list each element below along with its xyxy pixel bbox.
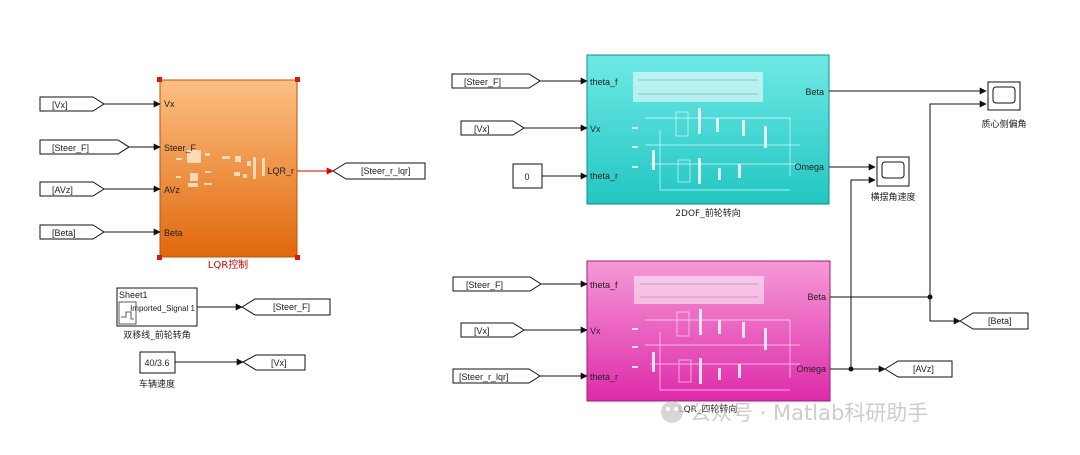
signal-builder-title: Sheet1 xyxy=(119,290,148,300)
model-4ws-caption: LQR_四轮转向 xyxy=(679,403,738,415)
goto-tag-steer-r-lqr[interactable]: [Steer_r_lqr] xyxy=(332,162,426,180)
model-2dof-port-theta-r: theta_r xyxy=(590,171,618,181)
signal-builder-signal: Imported_Signal 1 xyxy=(130,304,195,313)
model-2dof-port-omega: Omega xyxy=(794,162,824,172)
model-4ws-block[interactable]: theta_f Vx theta_r Beta Omega xyxy=(586,260,831,402)
from-tag-4ws-vx[interactable]: [Vx] xyxy=(460,322,525,338)
svg-text:[AVz]: [AVz] xyxy=(52,185,73,195)
branch-point xyxy=(927,294,933,300)
svg-text:[Steer_F]: [Steer_F] xyxy=(273,302,310,312)
goto-tag-vx[interactable]: [Vx] xyxy=(241,354,306,371)
watermark-text: 公众号 · Matlab科研助手 xyxy=(690,401,928,425)
model-2dof-port-beta: Beta xyxy=(805,87,824,97)
scope-beta-caption: 质心侧偏角 xyxy=(981,118,1026,130)
vehicle-speed-caption: 车辆速度 xyxy=(139,378,175,390)
lqr-port-beta: Beta xyxy=(164,228,183,238)
model-2dof-block[interactable]: theta_f Vx theta_r Beta Omega xyxy=(586,54,830,205)
output-wiring[interactable] xyxy=(829,87,987,373)
scope-icon xyxy=(992,86,1016,104)
from-tag-vx[interactable]: [Vx] xyxy=(39,96,105,112)
selection-handle[interactable] xyxy=(157,255,162,260)
svg-text:[Beta]: [Beta] xyxy=(52,228,76,238)
svg-text:[Vx]: [Vx] xyxy=(474,124,490,134)
svg-text:[Vx]: [Vx] xyxy=(52,100,68,110)
goto-tag-steer-f[interactable]: [Steer_F] xyxy=(241,298,331,316)
svg-text:40/3.6: 40/3.6 xyxy=(144,358,169,368)
equation-panel xyxy=(633,72,763,102)
svg-text:[Steer_r_lqr]: [Steer_r_lqr] xyxy=(459,372,509,382)
lqr-block-caption: LQR控制 xyxy=(208,258,248,271)
signal-builder-caption: 双移线_前轮转角 xyxy=(123,329,191,341)
selection-handle[interactable] xyxy=(157,77,162,82)
from-tag-2dof-steer-f[interactable]: [Steer_F] xyxy=(451,73,541,89)
model-2dof-caption: 2DOF_前轮转向 xyxy=(675,207,740,219)
lqr-controller-block[interactable]: Vx Steer_F AVz Beta LQR_r xyxy=(157,77,300,260)
selection-handle[interactable] xyxy=(295,255,300,260)
model-2dof-port-theta-f: theta_f xyxy=(590,77,618,87)
svg-text:[Steer_F]: [Steer_F] xyxy=(466,280,503,290)
model-4ws-port-theta-f: theta_f xyxy=(590,280,618,290)
goto-tag-beta[interactable]: [Beta] xyxy=(959,312,1029,330)
model-4ws-internal xyxy=(645,311,800,391)
svg-text:[Vx]: [Vx] xyxy=(271,358,287,368)
scope-omega[interactable] xyxy=(876,156,910,187)
from-tag-4ws-steer-f[interactable]: [Steer_F] xyxy=(452,276,542,292)
lqr-port-avz: AVz xyxy=(164,185,180,195)
model-4ws-port-beta: Beta xyxy=(807,292,826,302)
scope-icon xyxy=(881,161,905,179)
lqr-port-out: LQR_r xyxy=(267,166,294,176)
from-tag-avz[interactable]: [AVz] xyxy=(39,181,105,197)
signal-builder-block[interactable]: Sheet1 Imported_Signal 1 xyxy=(116,287,198,327)
model-4ws-port-theta-r: theta_r xyxy=(590,372,618,382)
branch-point xyxy=(848,366,854,372)
lqr-internal-preview xyxy=(176,150,265,187)
model-4ws-port-vx: Vx xyxy=(590,326,601,336)
goto-tag-avz[interactable]: [AVz] xyxy=(884,360,953,378)
lqr-port-vx: Vx xyxy=(164,99,175,109)
from-tag-4ws-steer-r-lqr[interactable]: [Steer_r_lqr] xyxy=(452,368,541,384)
model-2dof-internal-blocks xyxy=(632,108,767,184)
model-2dof-port-vx: Vx xyxy=(590,124,601,134)
scope-omega-caption: 横摆角速度 xyxy=(870,191,915,203)
svg-text:[Steer_F]: [Steer_F] xyxy=(52,143,89,153)
from-tag-steer-f[interactable]: [Steer_F] xyxy=(39,139,130,155)
svg-text:0: 0 xyxy=(524,172,529,182)
svg-text:[Vx]: [Vx] xyxy=(474,326,490,336)
scope-beta[interactable] xyxy=(987,81,1021,111)
svg-text:[Steer_F]: [Steer_F] xyxy=(464,77,501,87)
signal-builder-plot-icon xyxy=(118,301,137,325)
from-tag-2dof-vx[interactable]: [Vx] xyxy=(460,120,525,136)
equation-lines xyxy=(640,283,758,298)
vehicle-speed-constant[interactable]: 40/3.6 xyxy=(139,351,176,374)
model-4ws-internal-blocks xyxy=(632,309,767,384)
svg-text:[Beta]: [Beta] xyxy=(988,316,1012,326)
svg-text:[AVz]: [AVz] xyxy=(913,364,934,374)
model-4ws-port-omega: Omega xyxy=(796,364,826,374)
lqr-port-steer-f: Steer_F xyxy=(164,143,197,153)
model-2dof-internal xyxy=(645,111,800,191)
equation-panel xyxy=(634,276,764,304)
equation-lines xyxy=(638,79,758,95)
svg-text:[Steer_r_lqr]: [Steer_r_lqr] xyxy=(361,166,411,176)
from-tag-beta[interactable]: [Beta] xyxy=(39,224,105,240)
selection-handle[interactable] xyxy=(295,77,300,82)
watermark: 公众号 · Matlab科研助手 xyxy=(661,401,928,425)
constant-zero[interactable]: 0 xyxy=(512,163,543,189)
